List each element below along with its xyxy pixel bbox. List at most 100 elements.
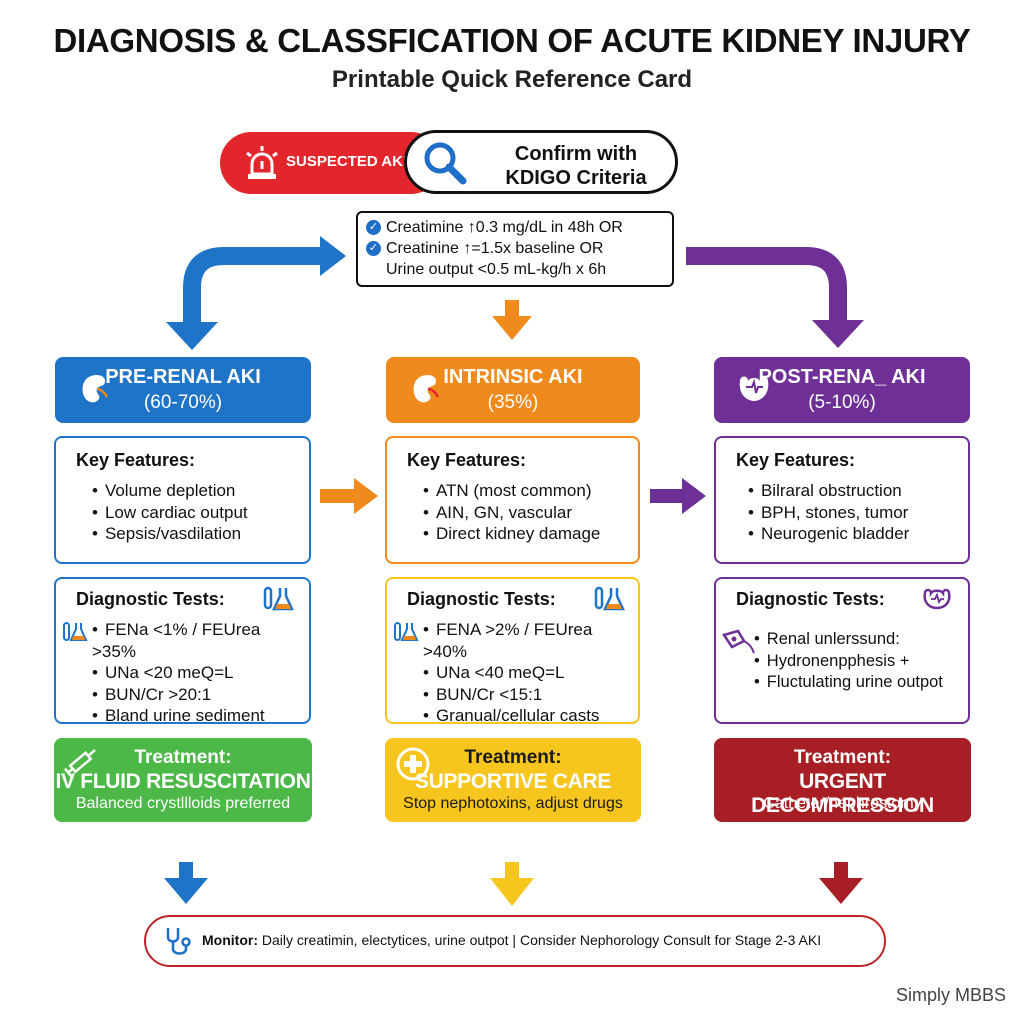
- intrinsic-features: Key Features: ATN (most common) AIN, GN,…: [385, 436, 640, 564]
- post-renal-percent: (5-10%): [808, 392, 876, 413]
- list-item: Renal unlerssund:: [754, 629, 943, 651]
- page-title: DIAGNOSIS & CLASSFICATION OF ACUTE KIDNE…: [53, 22, 971, 59]
- criterion-1-text: Creatimine ↑0.3 mg/dL in 48h OR: [386, 219, 623, 236]
- intrinsic-title: INTRINSIC AKI: [443, 366, 583, 388]
- list-item: BPH, stones, tumor: [748, 502, 909, 524]
- lab-flask-icon: [394, 622, 419, 641]
- post-renal-title: POST-RENA_ AKI: [758, 366, 926, 388]
- suspected-aki-label: SUSPECTED AKI: [286, 153, 408, 170]
- arrow-down-blue: [166, 322, 218, 350]
- medical-cross-icon: [396, 747, 430, 781]
- pre-renal-features: Key Features: Volume depletion Low cardi…: [54, 436, 311, 564]
- treatment-title: Treatment:: [134, 747, 232, 768]
- list-item: ATN (most common): [423, 480, 600, 502]
- intrinsic-header: INTRINSIC AKI (35%): [386, 357, 640, 423]
- list-item: Volume depletion: [92, 480, 248, 502]
- test-tubes-icon: [594, 586, 625, 611]
- features-title: Key Features:: [736, 450, 856, 470]
- arrow-right-blue: [320, 236, 346, 276]
- tests-title: Diagnostic Tests:: [407, 589, 556, 609]
- features-title: Key Features:: [76, 450, 196, 470]
- lab-flask-icon: [63, 622, 88, 641]
- list-item: BUN/Cr <15:1: [423, 684, 638, 706]
- list-item: Hydronenpphesis +: [754, 651, 943, 673]
- tests-list: FENa <1% / FEUrea >35% UNa <20 meQ=L BUN…: [92, 619, 309, 727]
- page-subtitle: Printable Quick Reference Card: [331, 66, 693, 93]
- list-item: Low cardiac output: [92, 502, 248, 524]
- list-item: Fluctulating urine outpot: [754, 672, 943, 694]
- list-item: AIN, GN, vascular: [423, 502, 600, 524]
- post-renal-treatment: Treatment: URGENT DECOMPRESSION Catheter…: [714, 738, 971, 822]
- monitor-text: Monitor: Daily creatimin, electytices, u…: [202, 932, 821, 948]
- features-list: Bilraral obstruction BPH, stones, tumor …: [748, 480, 909, 545]
- list-item: BUN/Cr >20:1: [92, 684, 309, 706]
- criterion-2: ✓ Creatinine ↑=1.5x baseline OR: [366, 240, 604, 258]
- ultrasound-probe-icon: [722, 629, 755, 654]
- arrow-down-purple: [812, 320, 864, 348]
- syringe-icon: [64, 749, 96, 778]
- intrinsic-percent: (35%): [487, 392, 539, 413]
- arrow-down-yellow-bottom: [490, 878, 534, 906]
- pre-renal-percent: (60-70%): [143, 392, 223, 413]
- list-item: Granual/cellular casts: [423, 705, 638, 727]
- list-item: Bland urine sediment: [92, 705, 309, 727]
- list-item-text: Hydronenpphesis +: [766, 651, 910, 670]
- treatment-title: Treatment:: [464, 747, 562, 768]
- post-renal-features: Key Features: Bilraral obstruction BPH, …: [714, 436, 970, 564]
- check-icon: ✓: [366, 241, 381, 256]
- criterion-2-text: Creatinine ↑=1.5x baseline OR: [386, 240, 604, 257]
- list-item: UNa <20 meQ=L: [92, 662, 309, 684]
- post-renal-header: POST-RENA_ AKI (5-10%): [714, 357, 970, 423]
- features-list: ATN (most common) AIN, GN, vascular Dire…: [423, 480, 600, 545]
- stethoscope-icon: [166, 928, 191, 955]
- treatment-sub: Stop nephotoxins, adjust drugs: [403, 795, 623, 812]
- arrow-down-blue-bottom: [164, 878, 208, 904]
- kdigo-criteria-box: ✓ Creatimine ↑0.3 mg/dL in 48h OR ✓ Crea…: [356, 211, 674, 287]
- features-title: Key Features:: [407, 450, 527, 470]
- tests-title: Diagnostic Tests:: [76, 589, 225, 609]
- treatment-main: SUPPORTIVE CARE: [414, 770, 612, 793]
- bladder-icon: [739, 376, 769, 401]
- monitor-detail: Daily creatimin, electytices, urine outp…: [261, 932, 822, 948]
- arrow-down-orange: [492, 316, 532, 340]
- tests-list: Renal unlerssund: Hydronenpphesis + Fluc…: [754, 629, 943, 694]
- treatment-main: IV FLUID RESUSCITATION: [55, 770, 311, 793]
- intrinsic-treatment: Treatment: SUPPORTIVE CARE Stop nephotox…: [385, 738, 641, 822]
- treatment-title: Treatment:: [793, 747, 892, 768]
- kidney-icon: [413, 375, 440, 403]
- list-item: Sepsis/vasdilation: [92, 523, 248, 545]
- bladder-scan-icon: [923, 588, 951, 610]
- siren-icon: [246, 146, 278, 179]
- intrinsic-tests: Diagnostic Tests: FENA >2% / FEUrea >40%…: [385, 577, 640, 727]
- confirm-line-1: Confirm with: [514, 143, 638, 165]
- criterion-3: Urine output <0.5 mL-kg/h x 6h: [386, 261, 606, 279]
- magnifier-icon: [424, 142, 467, 185]
- features-list: Volume depletion Low cardiac output Seps…: [92, 480, 248, 545]
- pre-renal-header: PRE-RENAL AKI (60-70%): [55, 357, 311, 423]
- list-item: Direct kidney damage: [423, 523, 600, 545]
- criterion-1: ✓ Creatimine ↑0.3 mg/dL in 48h OR: [366, 219, 623, 237]
- arrow-right-orange: [354, 478, 378, 514]
- test-tubes-icon: [263, 586, 294, 611]
- list-item: Neurogenic bladder: [748, 523, 909, 545]
- list-item: UNa <40 meQ=L: [423, 662, 638, 684]
- monitor-bar: Monitor: Daily creatimin, electytices, u…: [144, 915, 886, 967]
- confirm-kdigo-text: Confirm with KDIGO Criteria: [481, 142, 671, 190]
- arrow-right-purple: [682, 478, 706, 514]
- tests-title: Diagnostic Tests:: [736, 589, 885, 609]
- treatment-main: URGENT DECOMPRESSION: [751, 770, 934, 817]
- treatment-sub: Catheter/nephrostomy: [763, 795, 922, 812]
- monitor-label: Monitor:: [202, 932, 258, 948]
- kidney-icon: [82, 375, 109, 403]
- list-item: Bilraral obstruction: [748, 480, 909, 502]
- tests-list: FENA >2% / FEUrea >40% UNa <40 meQ=L BUN…: [423, 619, 638, 727]
- confirm-line-2: KDIGO Criteria: [505, 167, 647, 189]
- confirm-kdigo-pill: Confirm with KDIGO Criteria: [404, 130, 678, 194]
- pre-renal-treatment: Treatment: IV FLUID RESUSCITATION Balanc…: [54, 738, 312, 822]
- list-item: FENa <1% / FEUrea >35%: [92, 619, 309, 662]
- pre-renal-tests: Diagnostic Tests: FENa <1% / FEUrea >35%…: [54, 577, 311, 727]
- pre-renal-title: PRE-RENAL AKI: [105, 366, 261, 388]
- treatment-sub: Balanced crystllloids preferred: [75, 795, 291, 812]
- arrow-down-red-bottom: [819, 878, 863, 904]
